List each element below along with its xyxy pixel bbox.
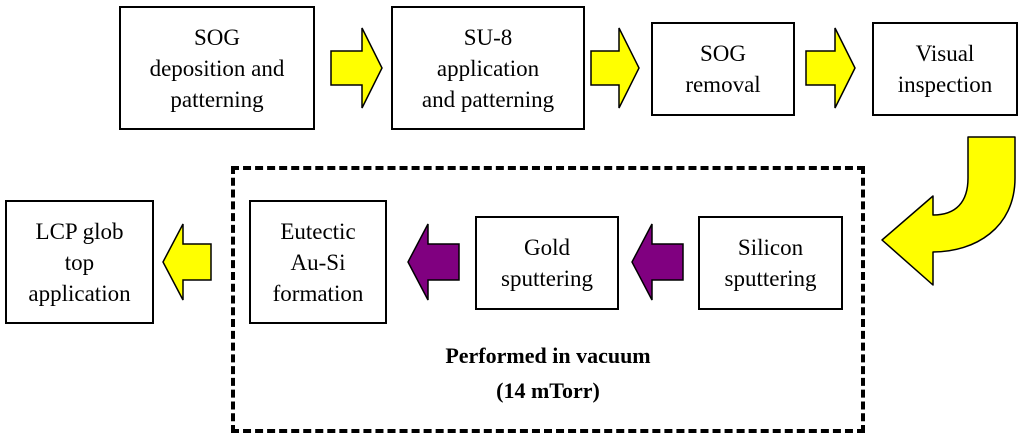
step-line: SOG — [699, 41, 746, 66]
left-arrow-icon — [162, 223, 212, 301]
step-line: application — [28, 280, 131, 306]
step-line: LCP glob — [35, 218, 124, 244]
step-line: removal — [685, 72, 761, 97]
step-line: Silicon — [737, 235, 804, 260]
curved-down-left-arrow-icon — [881, 136, 1016, 286]
step-line: inspection — [897, 72, 993, 97]
vacuum-group-border — [231, 166, 865, 433]
vacuum-caption: Performed in vacuum — [445, 343, 651, 368]
vacuum-pressure: (14 mTorr) — [496, 378, 600, 403]
step-line: Visual — [915, 41, 975, 66]
step-visual-inspection: Visual inspection — [872, 22, 1018, 116]
step-su8-application: SU-8 application and patterning — [391, 6, 585, 130]
left-arrow-icon — [407, 223, 460, 301]
step-eutectic-formation: Eutectic Au-Si formation — [249, 200, 387, 324]
step-line: application — [436, 55, 540, 81]
step-line: sputtering — [501, 266, 593, 291]
step-line: formation — [272, 280, 364, 306]
left-arrow-icon — [631, 223, 684, 301]
step-line: Au-Si — [290, 249, 346, 275]
step-sog-removal: SOG removal — [651, 22, 795, 116]
step-line: top — [64, 249, 95, 275]
step-line: patterning — [170, 86, 264, 112]
step-line: SU-8 — [463, 24, 513, 50]
step-gold-sputtering: Gold sputtering — [475, 216, 619, 310]
step-line: Eutectic — [280, 218, 356, 244]
step-line: SOG — [193, 24, 240, 50]
step-line: and patterning — [421, 86, 555, 112]
step-line: sputtering — [724, 266, 817, 291]
step-sog-deposition: SOG deposition and patterning — [119, 6, 315, 130]
step-lcp-glob-top: LCP glob top application — [5, 200, 154, 324]
step-line: deposition and — [149, 55, 285, 81]
right-arrow-icon — [805, 27, 856, 109]
right-arrow-icon — [330, 27, 383, 109]
step-silicon-sputtering: Silicon sputtering — [698, 216, 843, 310]
right-arrow-icon — [590, 27, 640, 109]
step-line: Gold — [524, 235, 570, 260]
